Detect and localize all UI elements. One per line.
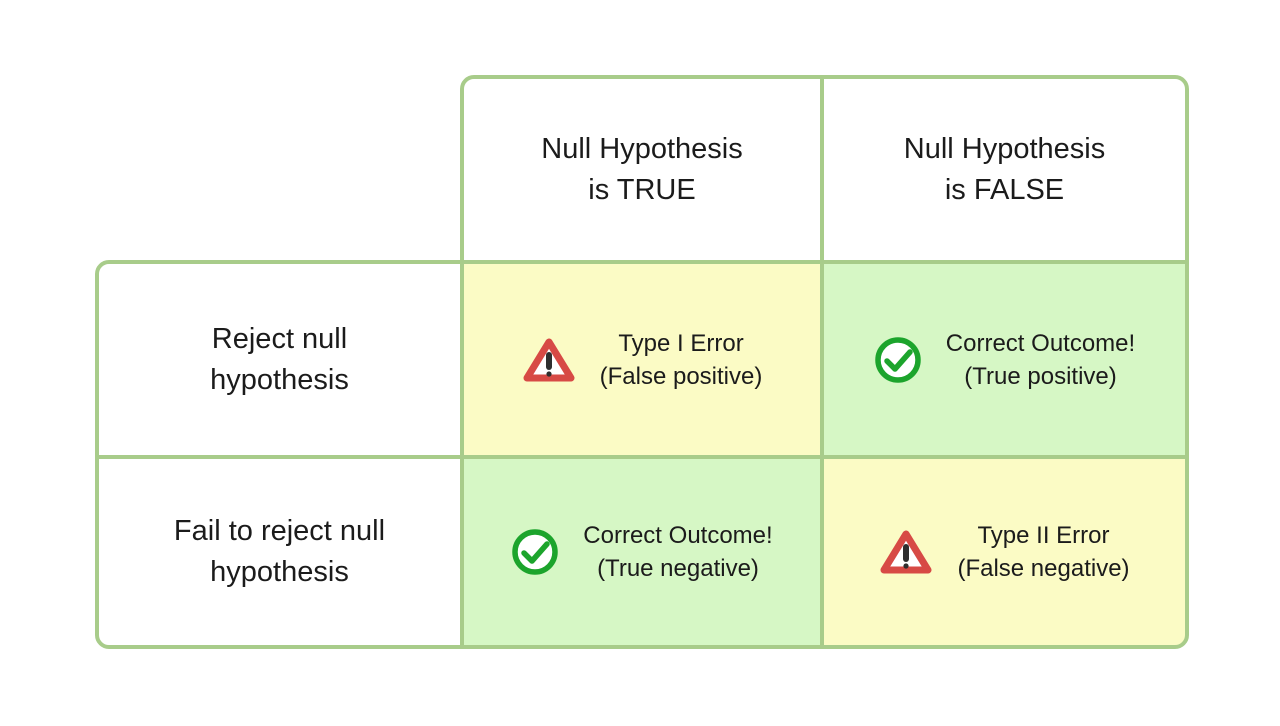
cell-text: Type II Error (False negative) <box>957 522 1130 582</box>
col-header-line: is TRUE <box>588 173 696 206</box>
warning-icon <box>879 528 933 576</box>
row-header-reject-null: Reject null hypothesis <box>95 260 464 459</box>
cell-type1-error: Type I Error (False positive) <box>460 260 824 459</box>
col-header-line: Null Hypothesis <box>541 132 743 165</box>
cell-text: Correct Outcome! (True negative) <box>583 522 773 582</box>
row-header-line: Fail to reject null <box>173 515 386 547</box>
cell-correct-true-positive: Correct Outcome! (True positive) <box>820 260 1189 459</box>
check-icon <box>511 528 559 576</box>
cell-text: Correct Outcome! (True positive) <box>945 329 1136 390</box>
col-header-line: Null Hypothesis <box>903 132 1106 165</box>
row-header-line: hypothesis <box>210 556 349 588</box>
cell-correct-true-negative: Correct Outcome! (True negative) <box>460 455 824 649</box>
row-header-fail-to-reject: Fail to reject null hypothesis <box>95 455 464 649</box>
row-header-line: hypothesis <box>210 363 349 396</box>
col-header-null-true: Null Hypothesis is TRUE <box>460 75 824 264</box>
check-icon <box>874 336 922 384</box>
col-header-null-false: Null Hypothesis is FALSE <box>820 75 1189 264</box>
cell-type2-error: Type II Error (False negative) <box>820 455 1189 649</box>
col-header-line: is FALSE <box>944 173 1065 206</box>
cell-text: Type I Error (False positive) <box>599 329 763 390</box>
row-header-line: Reject null <box>211 322 348 355</box>
warning-icon <box>522 336 576 384</box>
